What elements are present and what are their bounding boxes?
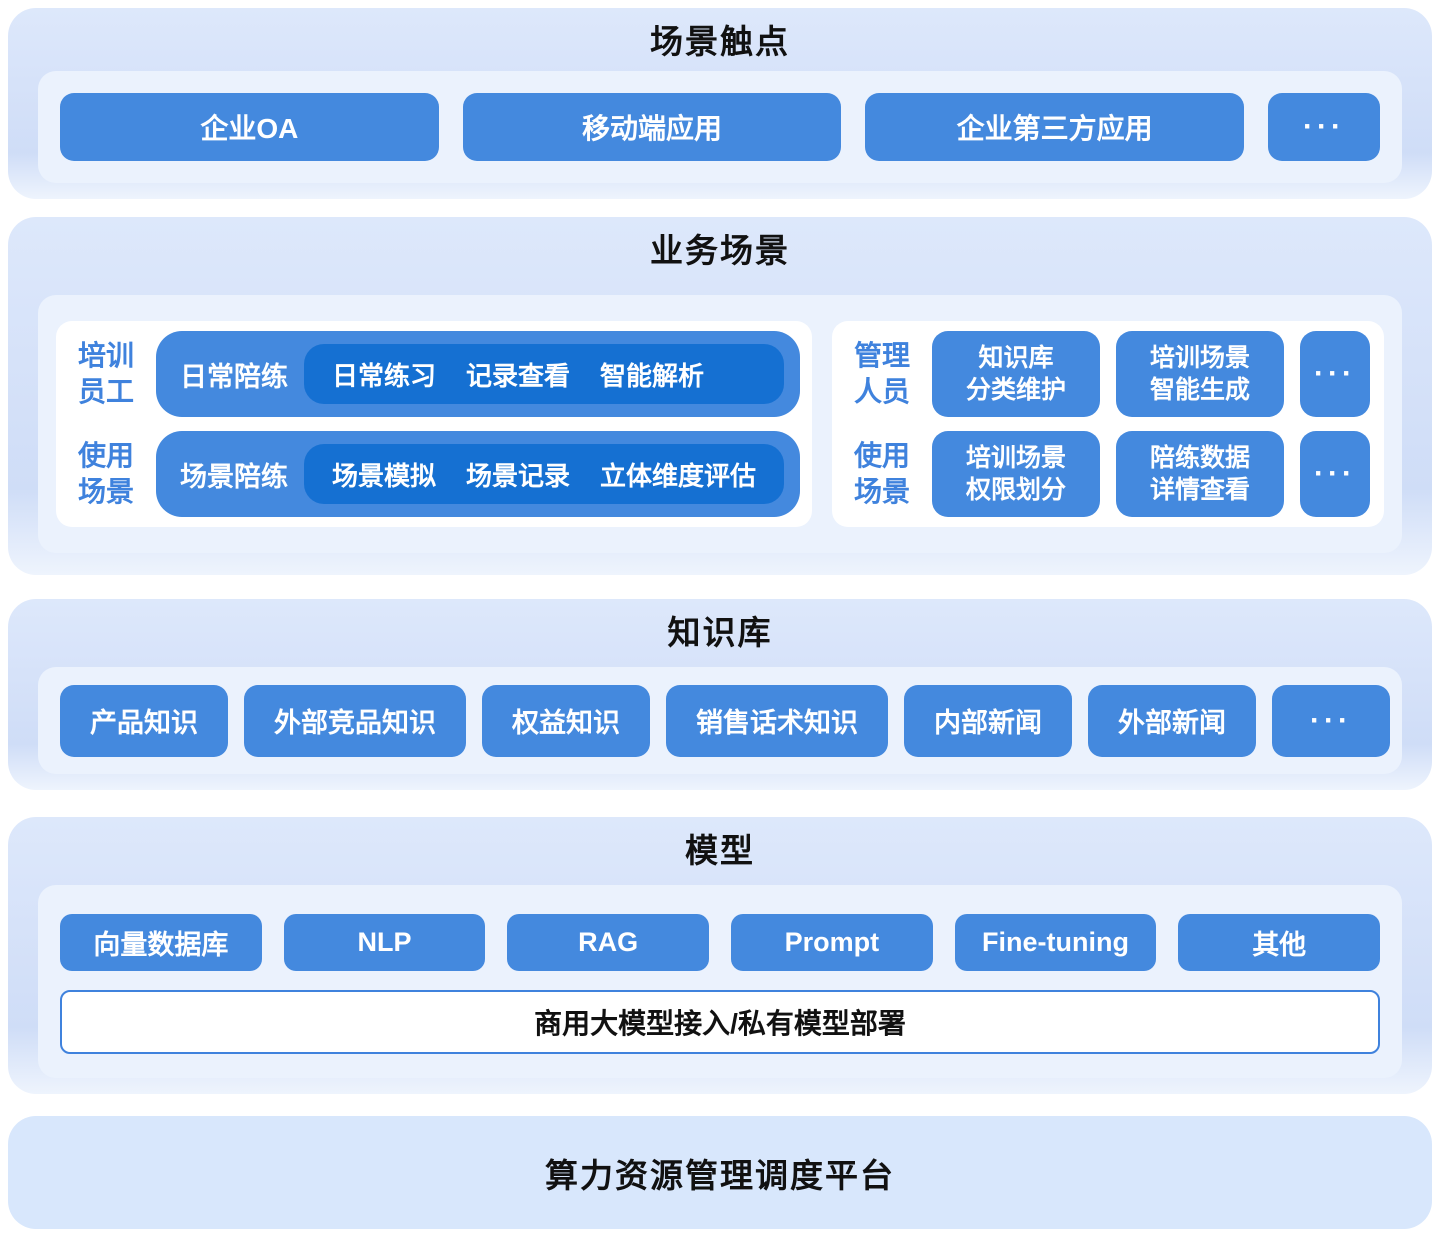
- pill-item: 立体维度评估: [600, 460, 757, 491]
- training-scene-generation-box: 培训场景 智能生成: [1116, 331, 1285, 417]
- manager-usage-row: 使用 场景 培训场景 权限划分 陪练数据 详情查看 ···: [854, 431, 1371, 517]
- knowledge-box-external-news: 外部新闻: [1088, 684, 1256, 757]
- knowledge-box-benefits: 权益知识: [482, 684, 650, 757]
- model-panel: 向量数据库 NLP RAG Prompt Fine-tuning 其他 商用大模…: [38, 885, 1402, 1078]
- model-box-fine-tuning: Fine-tuning: [954, 914, 1157, 971]
- model-title: 模型: [685, 832, 755, 869]
- daily-practice-pill-name: 日常陪练: [180, 361, 288, 392]
- model-box-nlp: NLP: [283, 914, 486, 971]
- manager-more-box: ···: [1300, 331, 1371, 417]
- section-touchpoints: 场景触点 企业OA 移动端应用 企业第三方应用 ···: [8, 8, 1432, 214]
- section-knowledge-base: 知识库 产品知识 外部竞品知识 权益知识 销售话术知识 内部新闻 外部新闻 ··…: [8, 599, 1432, 805]
- trainee-scenarios-card: 培训 员工 日常陪练 日常练习 记录查看 智能解析 使用 场景 场景陪练: [56, 321, 813, 527]
- daily-practice-items: 日常练习 记录查看 智能解析: [304, 344, 785, 404]
- daily-practice-pill: 日常陪练 日常练习 记录查看 智能解析: [156, 331, 801, 417]
- knowledge-more-box: ···: [1272, 684, 1390, 757]
- touchpoints-more-box: ···: [1268, 93, 1381, 161]
- model-box-prompt: Prompt: [731, 914, 933, 971]
- section-business-scenarios: 业务场景 培训 员工 日常陪练 日常练习 记录查看 智能解析 使用 场景: [8, 217, 1432, 590]
- manager-usage-more-box: ···: [1300, 431, 1371, 517]
- model-box-other: 其他: [1178, 914, 1381, 971]
- knowledge-box-internal-news: 内部新闻: [904, 684, 1072, 757]
- business-title: 业务场景: [650, 232, 790, 269]
- touchpoint-box-enterprise-oa: 企业OA: [60, 93, 439, 161]
- scene-practice-row: 使用 场景 场景陪练 场景模拟 场景记录 立体维度评估: [78, 431, 801, 517]
- touchpoint-box-mobile-app: 移动端应用: [462, 93, 842, 161]
- manager-row: 管理 人员 知识库 分类维护 培训场景 智能生成 ···: [854, 331, 1371, 417]
- touchpoints-panel: 企业OA 移动端应用 企业第三方应用 ···: [38, 71, 1402, 183]
- practice-data-detail-box: 陪练数据 详情查看: [1116, 431, 1285, 517]
- manager-label: 管理 人员: [854, 339, 911, 407]
- pill-item: 场景记录: [466, 460, 571, 491]
- pill-item: 记录查看: [466, 360, 571, 391]
- model-box-rag: RAG: [507, 914, 710, 971]
- scene-practice-pill-name: 场景陪练: [180, 461, 288, 492]
- kb-category-maintenance-box: 知识库 分类维护: [932, 331, 1101, 417]
- platform-title: 算力资源管理调度平台: [545, 1156, 895, 1194]
- scene-permission-box: 培训场景 权限划分: [932, 431, 1101, 517]
- knowledge-box-sales-script: 销售话术知识: [666, 684, 888, 757]
- scene-practice-items: 场景模拟 场景记录 立体维度评估: [304, 444, 785, 504]
- knowledge-box-competitor: 外部竞品知识: [244, 684, 466, 757]
- section-model: 模型 向量数据库 NLP RAG Prompt Fine-tuning 其他 商…: [8, 817, 1432, 1109]
- pill-item: 场景模拟: [332, 460, 437, 491]
- knowledge-title: 知识库: [667, 614, 773, 651]
- manager-usage-label: 使用 场景: [854, 439, 911, 507]
- business-panel: 培训 员工 日常陪练 日常练习 记录查看 智能解析 使用 场景 场景陪练: [38, 295, 1402, 553]
- daily-practice-row: 培训 员工 日常陪练 日常练习 记录查看 智能解析: [78, 331, 801, 417]
- trainee-label: 培训 员工: [78, 339, 135, 407]
- model-access-bar: 商用大模型接入/私有模型部署: [60, 990, 1380, 1054]
- knowledge-box-product: 产品知识: [60, 684, 228, 757]
- pill-item: 日常练习: [332, 360, 437, 391]
- manager-scenarios-card: 管理 人员 知识库 分类维护 培训场景 智能生成 ··· 使用 场景 培训场景 …: [832, 321, 1384, 527]
- knowledge-panel: 产品知识 外部竞品知识 权益知识 销售话术知识 内部新闻 外部新闻 ···: [38, 667, 1402, 774]
- model-box-vector-db: 向量数据库: [60, 914, 262, 971]
- section-computing-platform: 算力资源管理调度平台: [8, 1116, 1432, 1229]
- touchpoints-title: 场景触点: [650, 23, 790, 60]
- usage-scene-label: 使用 场景: [78, 439, 135, 507]
- pill-item: 智能解析: [600, 360, 705, 391]
- model-row: 向量数据库 NLP RAG Prompt Fine-tuning 其他: [60, 914, 1381, 971]
- scene-practice-pill: 场景陪练 场景模拟 场景记录 立体维度评估: [156, 431, 801, 517]
- touchpoint-box-third-party-app: 企业第三方应用: [865, 93, 1245, 161]
